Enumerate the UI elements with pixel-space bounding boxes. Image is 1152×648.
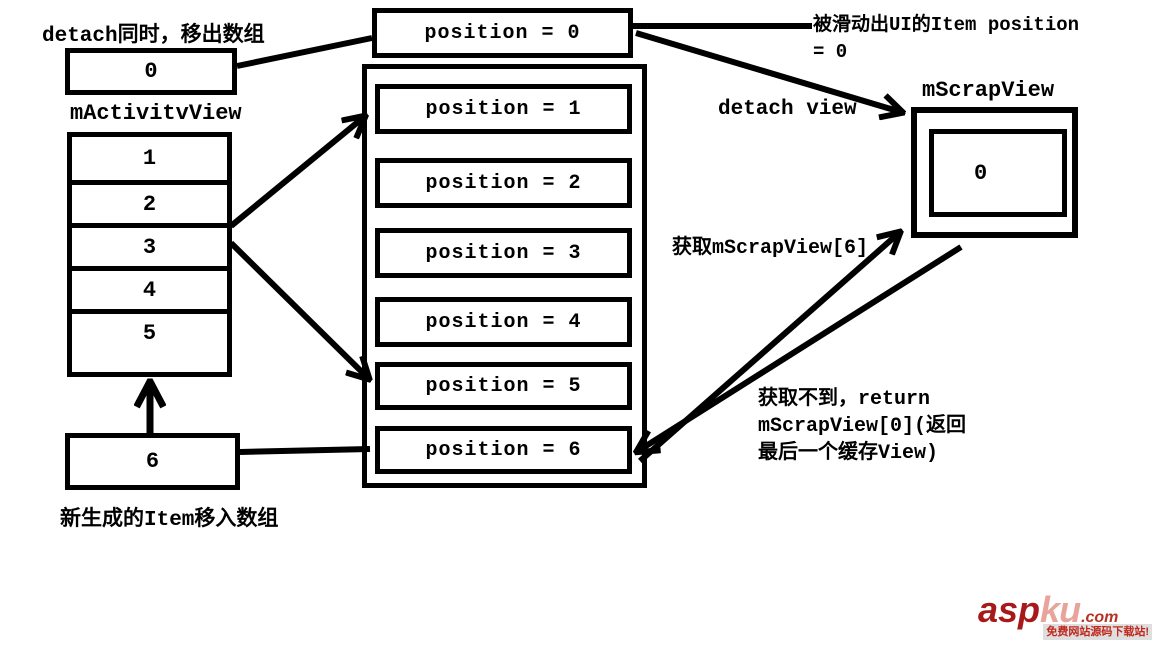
scrap-view-label: mScrapView (922, 78, 1055, 103)
activity-item-row: 2 (72, 180, 227, 223)
activity-view-stack: 1 2 3 4 5 (67, 132, 232, 377)
get-scrap-label: 获取mScrapView[6] (672, 237, 869, 260)
position-1-box: position = 1 (375, 84, 632, 134)
activity-item-row: 4 (72, 266, 227, 309)
aspku-watermark: asp ku .com 免费网站源码下载站! (978, 592, 1152, 646)
activity-view-label: mActivitvView (70, 101, 242, 126)
activity-item-row: 3 (72, 223, 227, 266)
detach-view-label: detach view (718, 98, 857, 121)
logo-asp: asp (978, 589, 1041, 630)
scrap-view-item-box: 0 (929, 129, 1067, 217)
scrolled-out-note-line2: = 0 (813, 41, 848, 63)
return-note-line3: 最后一个缓存View) (758, 442, 939, 465)
return-note: 获取不到，return mScrapView[0](返回 最后一个缓存View) (758, 386, 966, 467)
activity-item-row: 1 (142, 146, 157, 171)
position-2-box: position = 2 (375, 158, 632, 208)
return-note-line2: mScrapView[0](返回 (758, 415, 967, 438)
arrow-stack-to-position1 (229, 117, 364, 229)
arrow-stack-to-position5 (228, 240, 368, 378)
logo-tagline: 免费网站源码下载站! (1043, 624, 1152, 640)
logo-com: .com (1081, 609, 1119, 626)
aspku-logo-text: asp ku .com (978, 592, 1118, 628)
position-0-box: position = 0 (372, 8, 633, 58)
return-note-line1: 获取不到，return (758, 388, 931, 411)
scrolled-out-note-line1: 被滑动出UI的Item position (813, 14, 1080, 36)
new-item-box: 6 (65, 433, 240, 490)
activity-item-row: 5 (72, 309, 227, 352)
position-3-box: position = 3 (375, 228, 632, 278)
logo-ku: ku (1040, 589, 1081, 630)
position-4-box: position = 4 (375, 297, 632, 347)
scrolled-out-note: 被滑动出UI的Item position = 0 (813, 12, 1079, 66)
removed-item-box: 0 (65, 48, 237, 95)
detach-note-label: detach同时，移出数组 (42, 25, 265, 48)
position-6-box: position = 6 (375, 426, 632, 474)
line-newitem-to-position6 (239, 446, 371, 455)
new-item-note-label: 新生成的Item移入数组 (60, 509, 279, 532)
position-5-box: position = 5 (375, 362, 632, 410)
